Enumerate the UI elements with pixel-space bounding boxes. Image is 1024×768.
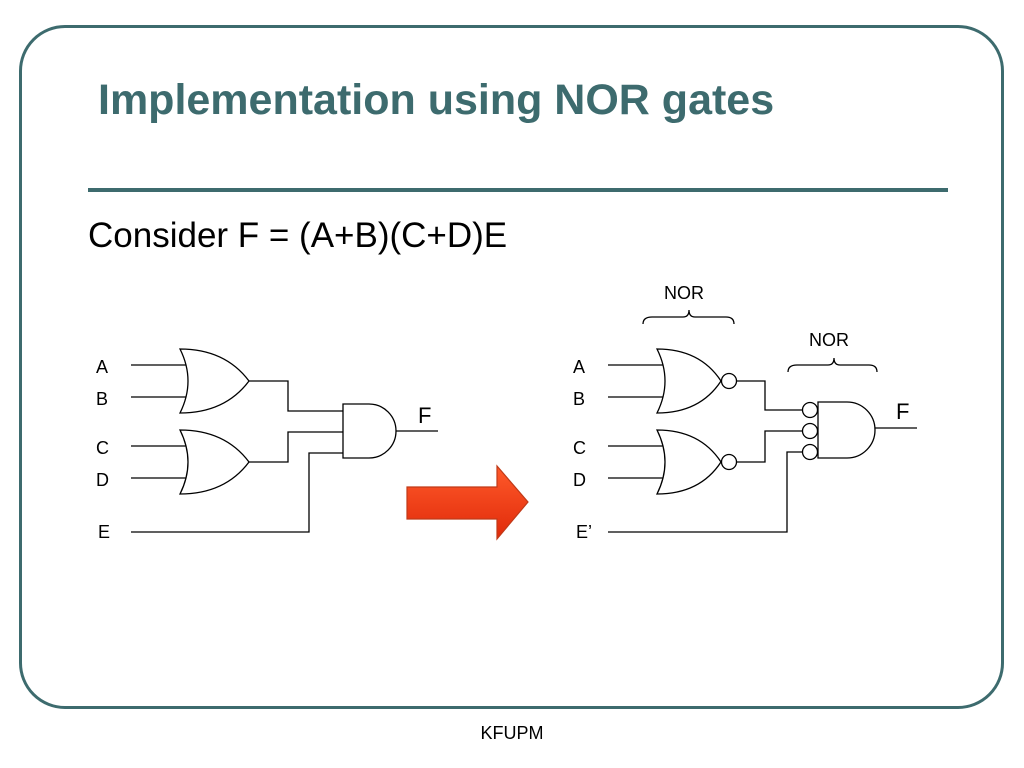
right-and-input-bubble-1 (801, 401, 819, 419)
left-internal-wires (249, 380, 343, 463)
right-circuit: A B C D E’ F NOR NOR (573, 283, 917, 542)
left-output-f-label: F (418, 403, 431, 428)
left-input-d-label: D (96, 470, 109, 490)
nor-brace-first-level (642, 309, 735, 325)
right-input-a-label: A (573, 357, 585, 377)
nor-label-first-level: NOR (664, 283, 704, 303)
nor-brace-second-level (787, 357, 878, 373)
transform-arrow (406, 464, 529, 541)
right-nor-gate-1 (655, 348, 722, 414)
left-circuit: A B C D E F (96, 348, 438, 542)
left-e-wire (131, 452, 343, 533)
right-e-prime-wire (608, 451, 803, 533)
nor-label-second-level: NOR (809, 330, 849, 350)
left-input-c-label: C (96, 438, 109, 458)
left-input-e-label: E (98, 522, 110, 542)
right-and-input-bubble-2 (801, 422, 819, 440)
right-internal-wires (737, 380, 803, 463)
left-input-b-label: B (96, 389, 108, 409)
right-input-b-label: B (573, 389, 585, 409)
function-statement: Consider F = (A+B)(C+D)E (88, 216, 508, 255)
left-and-gate (342, 403, 397, 459)
right-nor-gate-2 (655, 429, 722, 495)
footer-text: KFUPM (480, 723, 544, 743)
right-nor-gate-2-bubble (720, 453, 738, 471)
right-input-c-label: C (573, 438, 586, 458)
right-nor-gate-1-bubble (720, 372, 738, 390)
right-input-wires (608, 364, 667, 479)
title-underline (88, 188, 948, 192)
right-and-input-bubble-3 (801, 443, 819, 461)
left-input-wires (131, 364, 190, 479)
left-input-a-label: A (96, 357, 108, 377)
right-output-f-label: F (896, 399, 909, 424)
slide-frame (19, 25, 1004, 709)
right-input-e-prime-label: E’ (576, 522, 592, 542)
left-or-gate-1 (178, 348, 250, 414)
right-input-d-label: D (573, 470, 586, 490)
right-and-gate (817, 401, 876, 459)
left-or-gate-2 (178, 429, 250, 495)
slide-title: Implementation using NOR gates (98, 76, 775, 124)
